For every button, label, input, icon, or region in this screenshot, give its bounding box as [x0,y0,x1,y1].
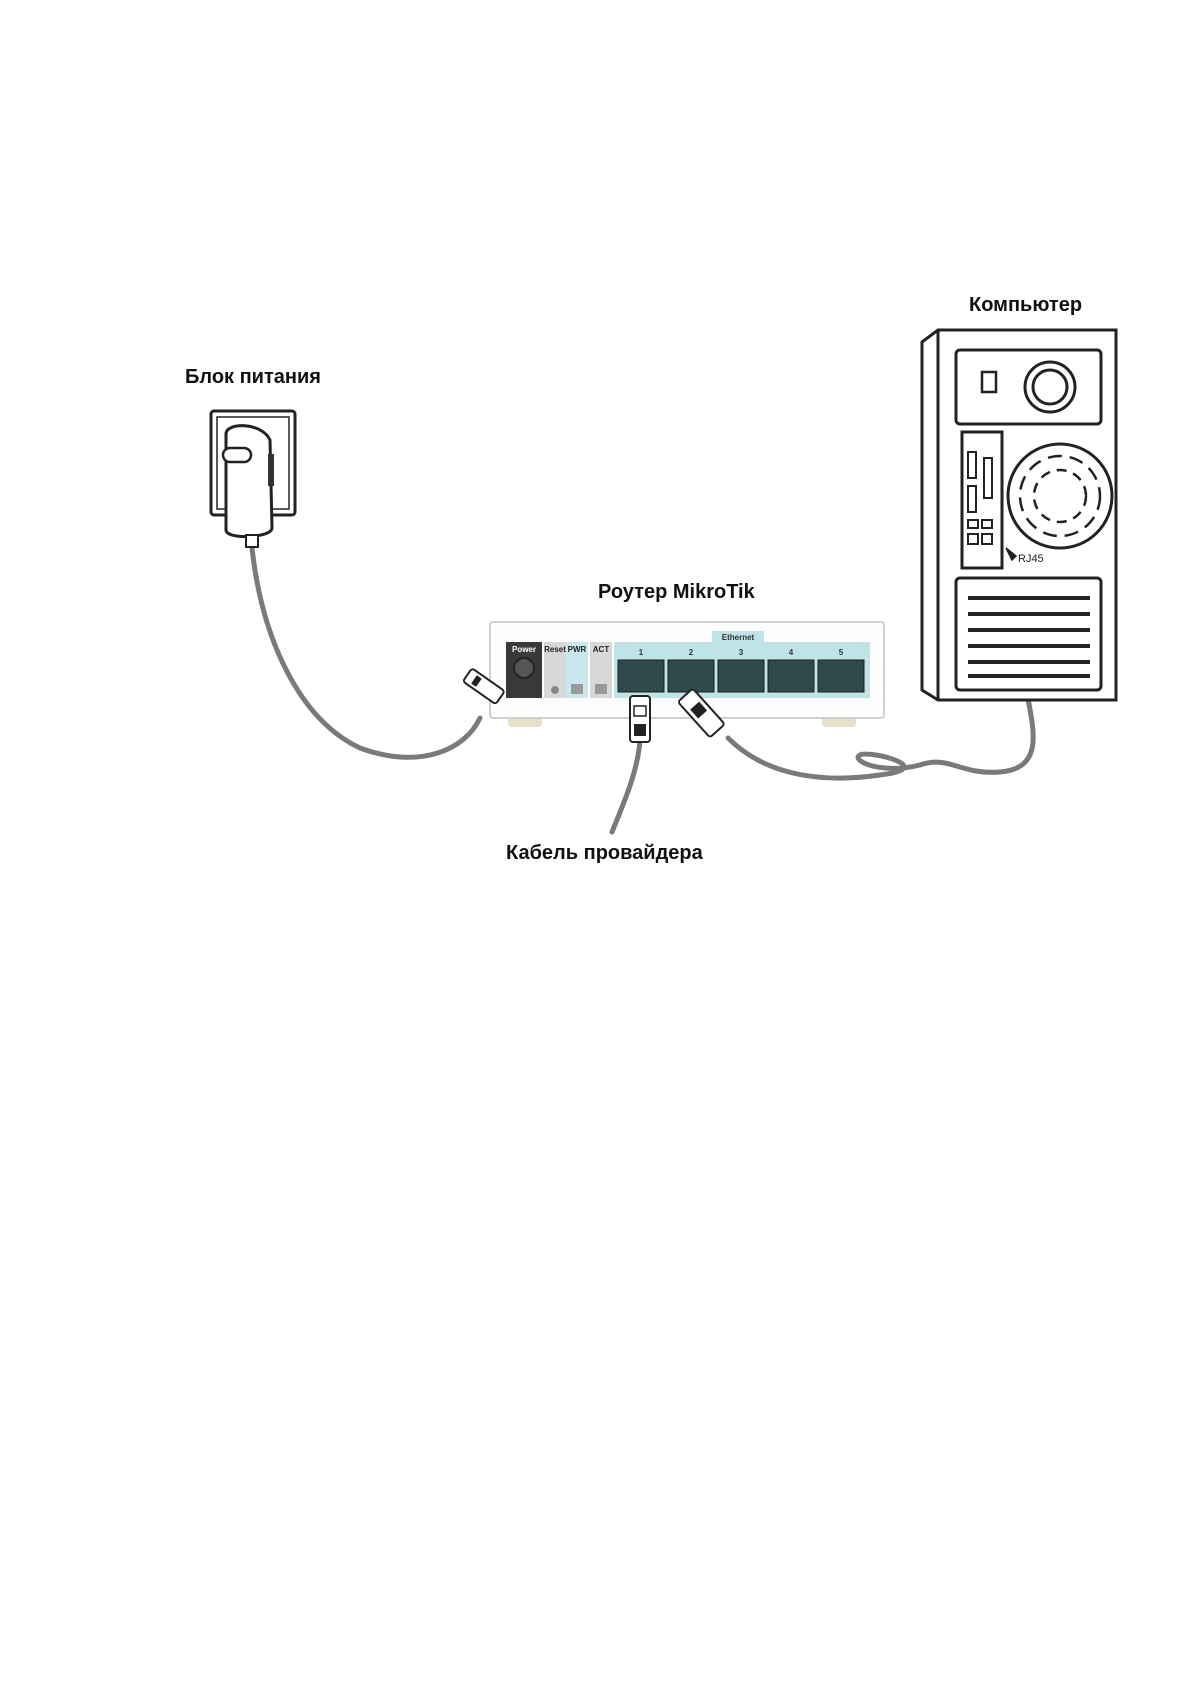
power-plug [463,668,505,705]
pwr-led-label: PWR [568,645,587,654]
reset-button-label: Reset [544,645,566,654]
port-5-label: 5 [839,648,844,657]
port-4-label: 4 [789,648,794,657]
port-3-label: 3 [739,648,744,657]
rj45-label: RJ45 [1018,553,1044,565]
port-1-label: 1 [639,648,644,657]
port-2-label: 2 [689,648,694,657]
rj45-plug-pc-cable [678,688,725,738]
power-cable [249,545,483,760]
ethernet-label: Ethernet [722,633,755,642]
rj45-plug-icon [629,695,651,743]
router-icon: Power Reset PWR ACT Ethernet 1 2 3 4 5 [489,621,885,727]
isp-cable [609,737,643,835]
isp-cable-label: Кабель провайдера [506,842,703,864]
power-port-label: Power [512,645,536,654]
power-adapter-icon [209,409,297,548]
power-supply-label: Блок питания [185,366,321,388]
router-label: Роутер MikroTik [598,581,755,603]
computer-label: Компьютер [969,294,1083,316]
act-led-label: ACT [593,645,610,654]
computer-tower-icon [920,328,1118,702]
